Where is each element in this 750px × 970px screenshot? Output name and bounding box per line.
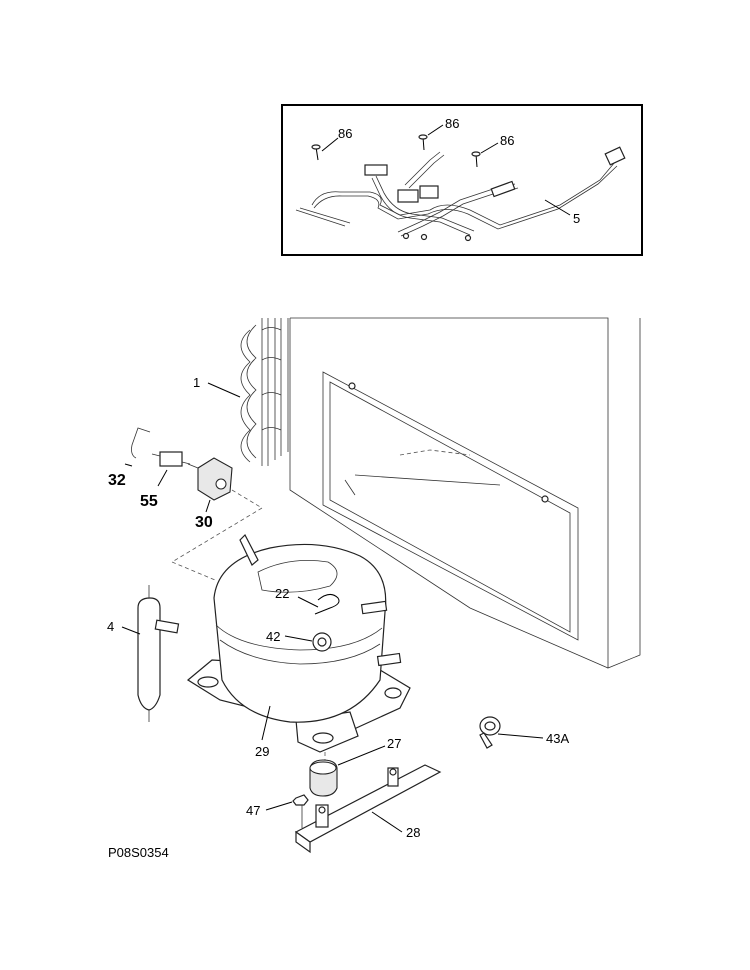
callout-5: 5: [573, 211, 580, 226]
callout-28: 28: [406, 825, 420, 840]
screw-icon: [311, 144, 321, 161]
compressor: 22 42 29: [186, 533, 411, 759]
callout-30: 30: [195, 514, 213, 531]
wiring-harness: [295, 146, 626, 242]
isolator: 27: [309, 736, 401, 797]
callout-43a: 43A: [546, 731, 569, 746]
condenser-coil: 1: [193, 318, 289, 466]
filter-drier: 4: [107, 585, 180, 722]
screw-icon: [418, 134, 428, 151]
screw-icon: [471, 151, 481, 168]
callout-42: 42: [266, 629, 280, 644]
bracket-screw: 47: [246, 794, 309, 828]
overload-protector: 30: [187, 457, 233, 531]
callout-55: 55: [140, 493, 158, 510]
callout-86-c: 86: [500, 133, 514, 148]
callout-1: 1: [193, 375, 200, 390]
callout-47: 47: [246, 803, 260, 818]
callout-86-a: 86: [338, 126, 352, 141]
mounting-bracket: 28: [294, 764, 442, 854]
callout-86-b: 86: [445, 116, 459, 131]
callout-32: 32: [108, 472, 126, 489]
relay: 55: [140, 451, 191, 510]
cabinet-outline: [289, 317, 641, 669]
callout-27: 27: [387, 736, 401, 751]
callout-29: 29: [255, 744, 269, 759]
callout-22: 22: [275, 586, 289, 601]
wire-clip: 32: [108, 427, 151, 489]
wiring-inset: 86 86 86 5: [281, 104, 643, 256]
diagram-code: P08S0354: [108, 845, 169, 860]
callout-4: 4: [107, 619, 114, 634]
clamp: 43A: [479, 716, 569, 749]
